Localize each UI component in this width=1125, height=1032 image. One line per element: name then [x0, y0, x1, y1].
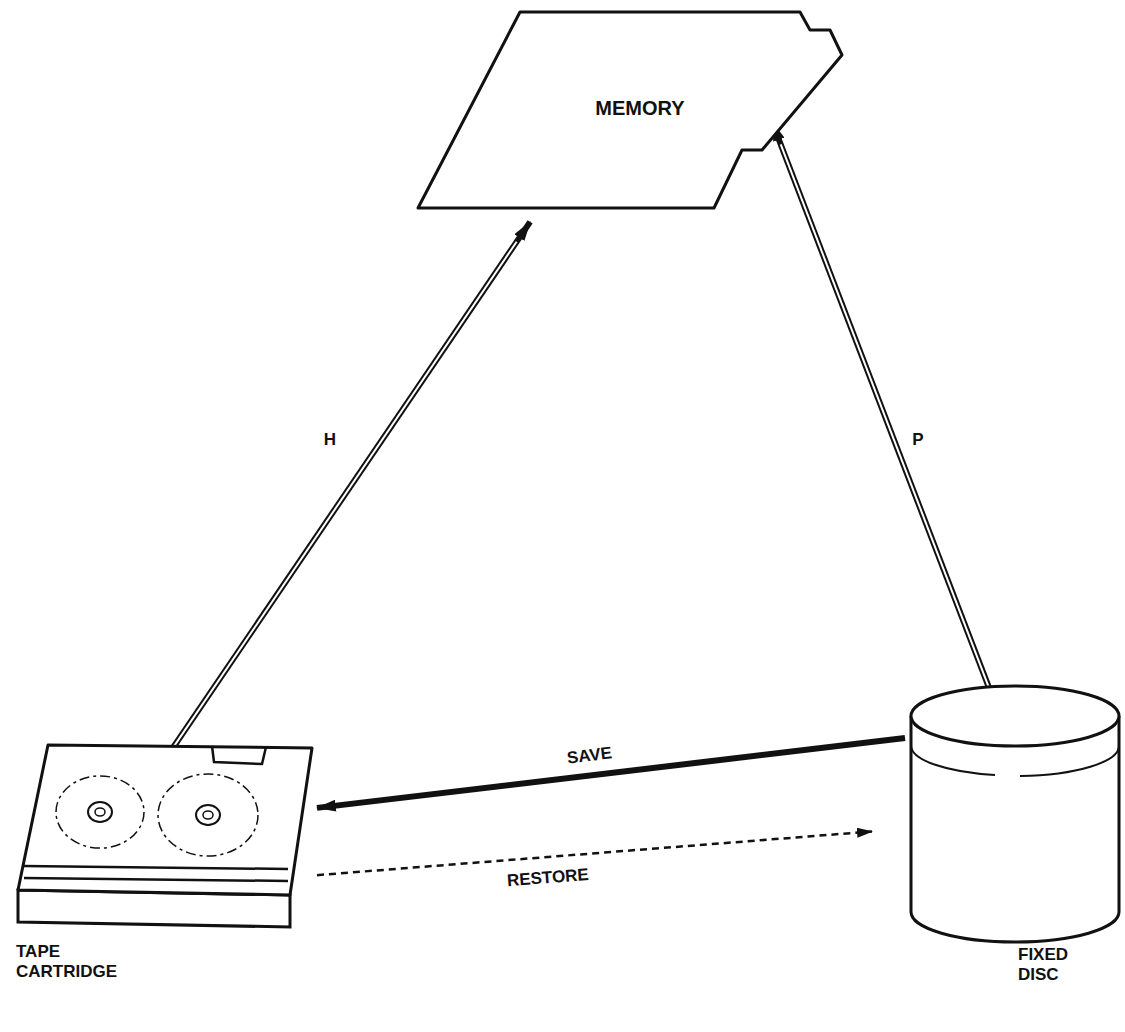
cartridge-tab — [212, 746, 266, 764]
edge-label: SAVE — [563, 742, 616, 770]
connector-inner — [781, 144, 993, 696]
disc-cylinder-side — [911, 716, 1119, 942]
tape-reel — [56, 776, 144, 848]
disc-platter-line — [1020, 746, 1119, 776]
connector-line — [317, 738, 905, 808]
reel-hub-core — [95, 808, 105, 816]
node-label: FIXED DISC — [1018, 945, 1093, 984]
cartridge-top-face — [18, 745, 312, 895]
connector-arrow — [166, 222, 530, 758]
connector-inner — [167, 242, 517, 757]
fixed-disc: FIXED DISC — [905, 680, 1125, 1010]
edge-label: P — [909, 429, 926, 451]
cartridge-groove — [24, 878, 288, 881]
memory-board: MEMORY — [410, 5, 850, 215]
tape-cartridge-outline — [10, 740, 322, 935]
connector-line — [772, 122, 993, 698]
fixed-disc-outline — [905, 680, 1125, 950]
node-label: MEMORY — [570, 97, 710, 120]
connector-line — [166, 222, 530, 758]
reel-hub-core — [203, 811, 213, 819]
cartridge-groove — [24, 866, 288, 869]
reel-hub — [88, 802, 112, 822]
connector-arrow — [317, 831, 872, 875]
connector-arrow — [317, 738, 905, 808]
connector-arrow — [772, 122, 993, 698]
disc-platter-line — [911, 746, 995, 775]
tape-cartridge: TAPE CARTRIDGE — [10, 740, 322, 1030]
connector-line — [317, 831, 872, 875]
disc-cylinder-top — [911, 686, 1119, 746]
node-label: TAPE CARTRIDGE — [16, 942, 141, 981]
tape-reel — [158, 774, 258, 856]
memory-board-outline — [418, 12, 842, 208]
edge-label: RESTORE — [503, 864, 592, 893]
edge-label: H — [321, 429, 339, 451]
reel-hub — [196, 805, 220, 825]
